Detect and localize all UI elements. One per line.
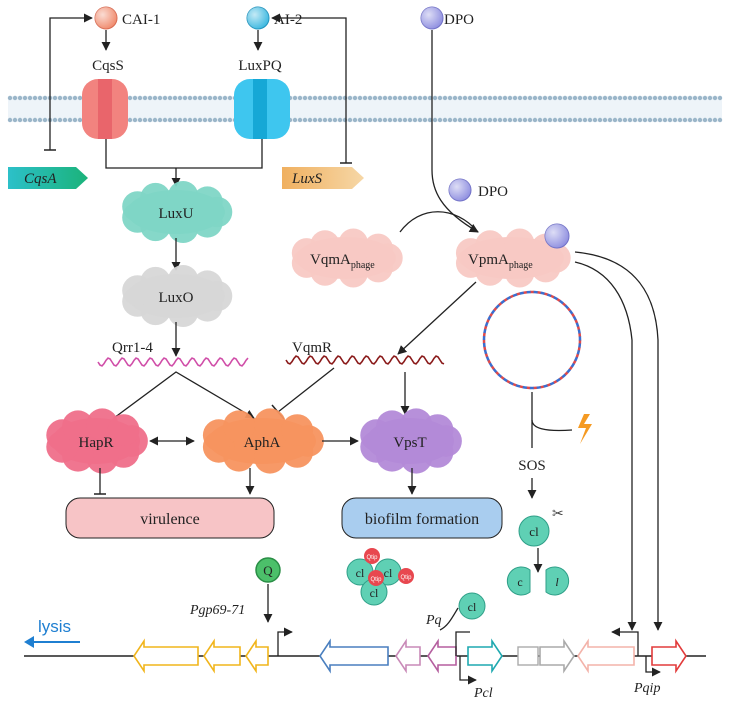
cl-repressor-icon — [518, 515, 550, 547]
svg-text:cl: cl — [468, 600, 477, 614]
svg-text:cl: cl — [384, 566, 393, 580]
svg-text:cl: cl — [356, 566, 365, 580]
svg-text:cl: cl — [370, 586, 379, 600]
luxs-label: LuxS — [291, 171, 323, 187]
hapr-label: HapR — [79, 435, 114, 451]
gene-track — [133, 638, 687, 674]
svg-text:l: l — [555, 575, 559, 589]
luxpq-label: LuxPQ — [238, 58, 282, 74]
svg-text:cl: cl — [529, 524, 539, 539]
vpst-protein — [360, 408, 462, 474]
luxpq-receptor — [234, 79, 290, 139]
pqip-promoter-label: Pqip — [633, 681, 660, 696]
cqss-label: CqsS — [92, 58, 124, 74]
pgp-promoter-label: Pgp69-71 — [189, 603, 245, 618]
vqmr-rna — [285, 355, 445, 365]
cl-fragment-l-icon — [545, 566, 570, 596]
scissors-icon: ✂ — [552, 505, 564, 521]
pcl-promoter-label: Pcl — [473, 686, 493, 701]
luxs-gene: LuxS — [282, 167, 364, 189]
cl-fragment-c-icon — [506, 566, 531, 596]
cl-free-icon — [458, 592, 486, 620]
luxu-label: LuxU — [159, 206, 194, 222]
biofilm-box — [341, 497, 503, 539]
apha-protein — [202, 408, 324, 474]
vpst-label: VpsT — [393, 435, 426, 451]
virulence-label: virulence — [140, 511, 200, 528]
apha-label: AphA — [244, 435, 281, 451]
virulence-box — [65, 497, 275, 539]
svg-text:c: c — [517, 575, 522, 589]
q-protein-icon — [255, 557, 281, 583]
luxu-protein — [122, 180, 233, 244]
qrr-rna — [97, 357, 249, 367]
pq-promoter-label: Pq — [425, 613, 442, 628]
cl-qtip-complex: cl cl cl Qtip Qtip Qtip — [346, 548, 414, 606]
svg-text:Qtip: Qtip — [400, 575, 412, 581]
dpo-top-label: DPO — [444, 12, 474, 28]
svg-text:Qtip: Qtip — [370, 577, 382, 583]
cai1-label: CAI-1 — [122, 12, 160, 28]
qrr-label: Qrr1-4 — [112, 340, 153, 356]
dpo-mid-label: DPO — [478, 184, 508, 200]
vpma-label: VpmAphage — [468, 252, 533, 271]
vpma-protein — [455, 228, 571, 288]
lightning-icon — [578, 414, 592, 444]
cqsa-label: CqsA — [24, 171, 57, 187]
cqsa-gene: CqsA — [8, 167, 88, 189]
lysis-label: lysis — [38, 617, 71, 636]
ai2-label: AI-2 — [274, 12, 302, 28]
vqmr-label: VqmR — [292, 340, 332, 356]
cqss-receptor — [82, 79, 128, 139]
biofilm-label: biofilm formation — [365, 511, 479, 528]
vqma-protein — [291, 228, 403, 288]
hapr-protein — [46, 408, 148, 474]
phage-genome-circle — [482, 290, 582, 390]
vqma-label: VqmAphage — [310, 252, 375, 271]
svg-text:Qtip: Qtip — [366, 555, 378, 561]
luxo-label: LuxO — [159, 290, 194, 306]
svg-text:Q: Q — [263, 563, 273, 578]
sos-label: SOS — [518, 458, 546, 474]
luxo-protein — [122, 264, 233, 328]
